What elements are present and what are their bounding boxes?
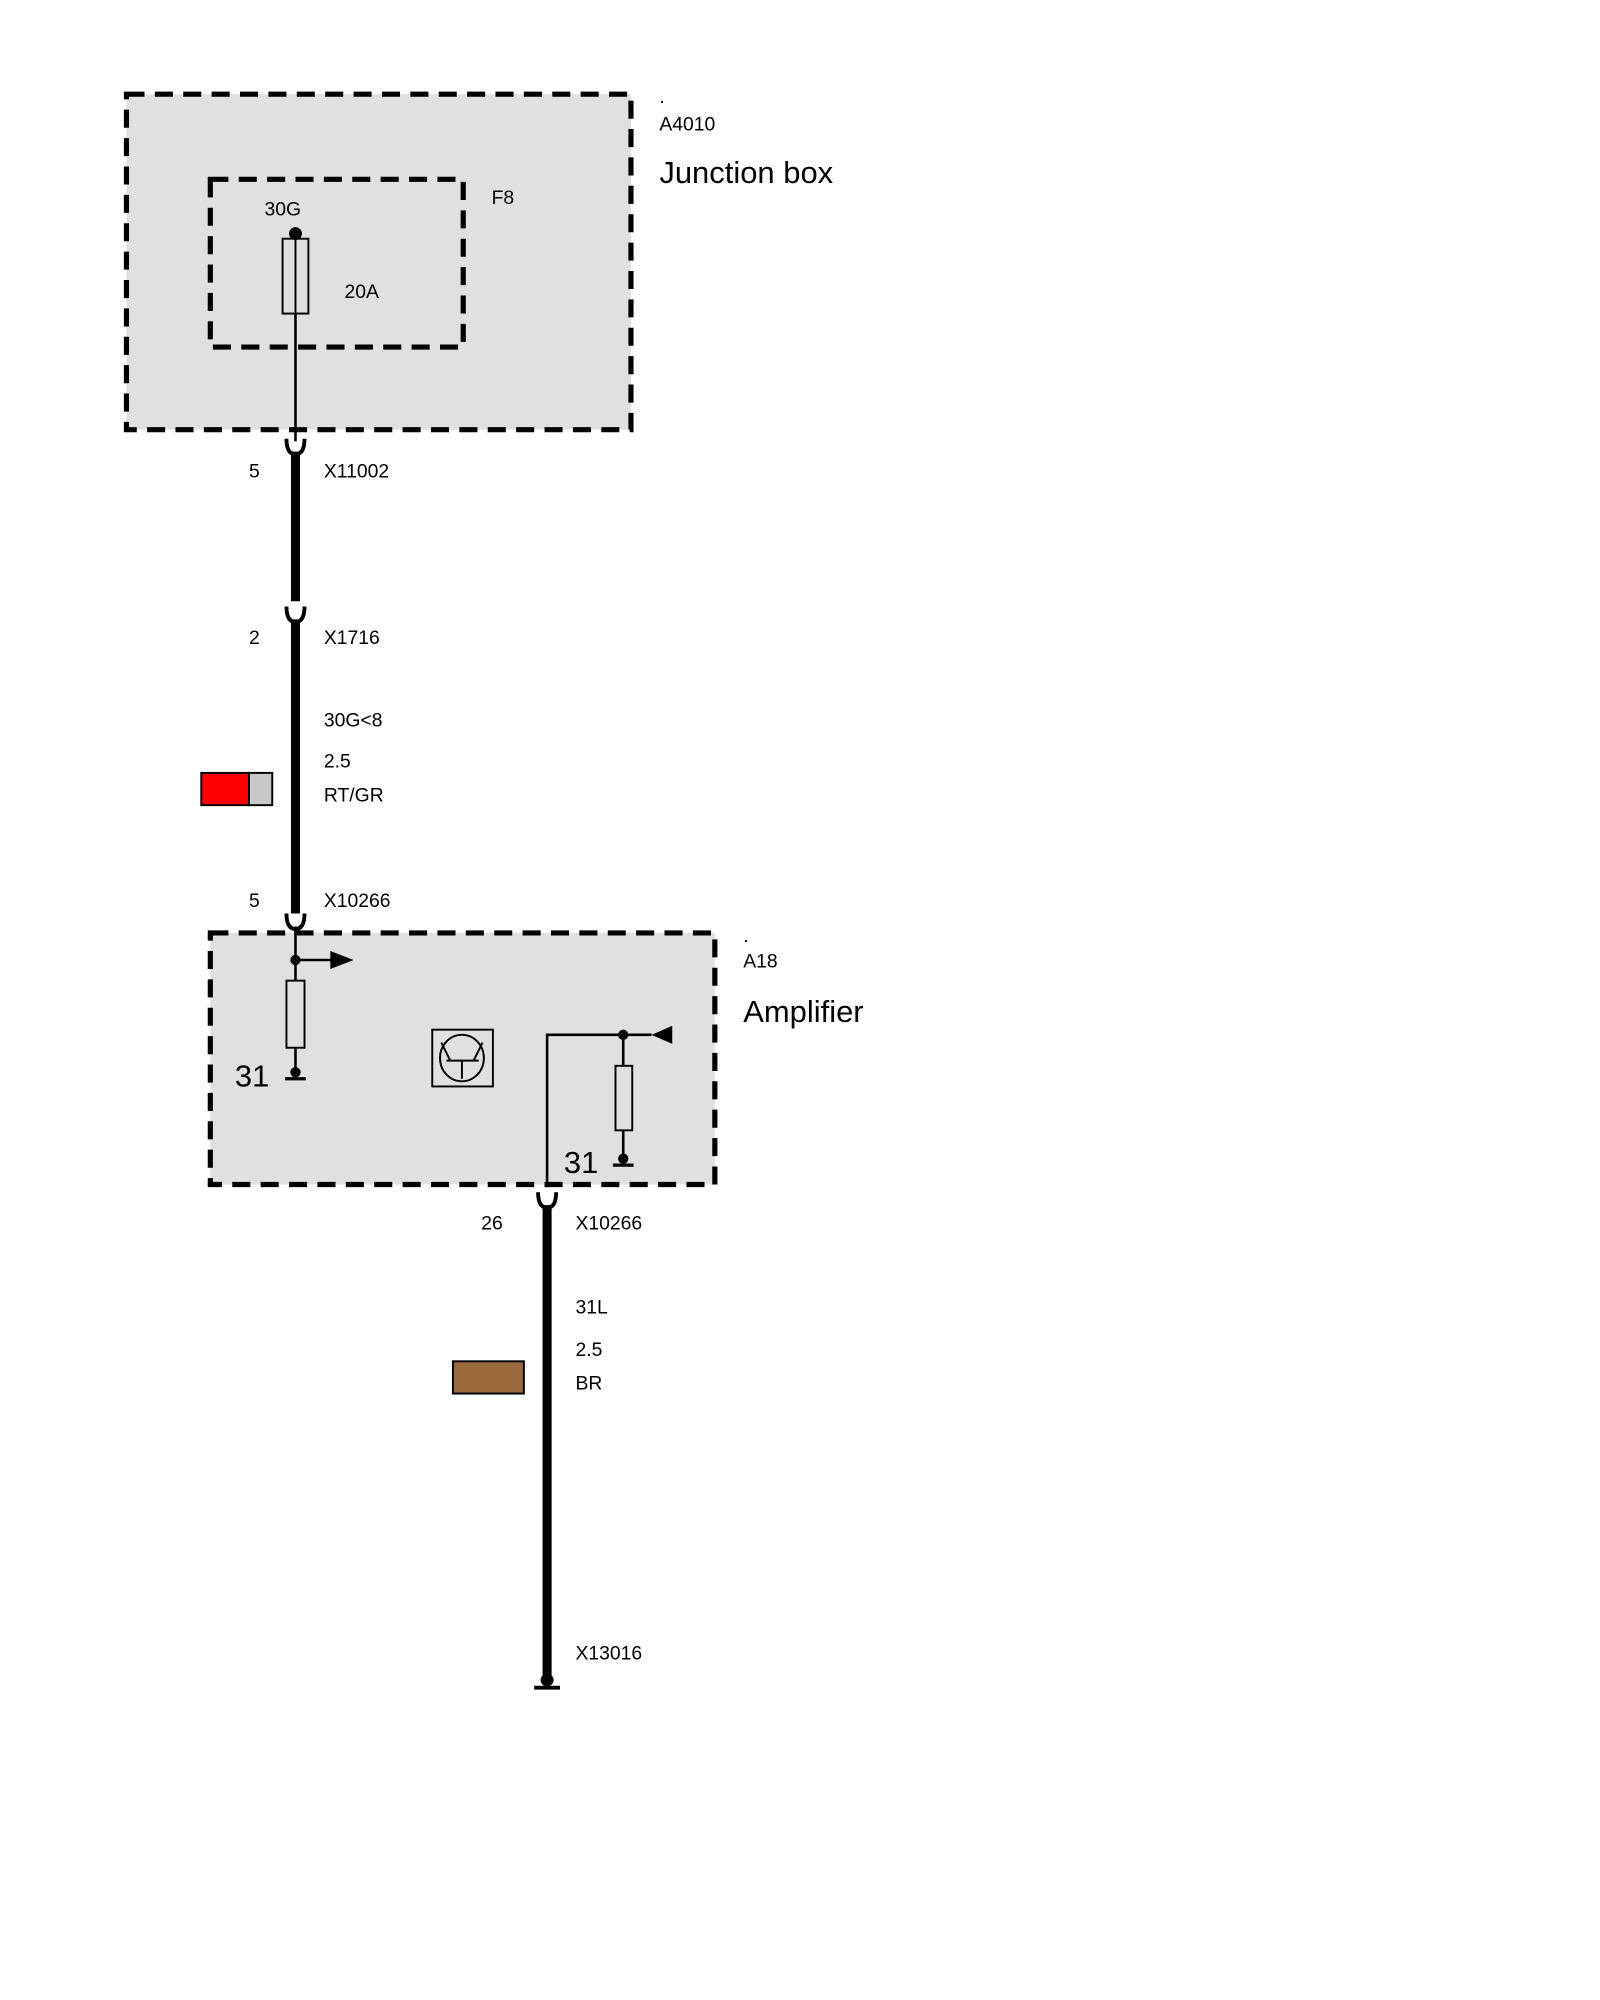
output-arrow-icon bbox=[330, 950, 354, 970]
junction-box-dot: . bbox=[659, 86, 664, 108]
wire2-color-swatch bbox=[451, 1360, 525, 1395]
wire1-color-swatch-secondary bbox=[248, 771, 274, 807]
junction-box-id: A4010 bbox=[659, 113, 715, 135]
junction-box-outline bbox=[123, 91, 634, 433]
wire1-color-swatch-primary bbox=[200, 771, 250, 807]
connector2-pin: 2 bbox=[249, 627, 260, 649]
connector2-id: X1716 bbox=[324, 627, 380, 649]
amplifier-name: Amplifier bbox=[743, 994, 863, 1029]
wire1-circuit: 30G<8 bbox=[324, 709, 383, 731]
connector3-pin: 5 bbox=[249, 890, 260, 912]
amplifier-outline bbox=[207, 930, 718, 1188]
wire2-circuit: 31L bbox=[575, 1297, 608, 1319]
amplifier-id: A18 bbox=[743, 951, 777, 973]
amplifier-dot: . bbox=[743, 925, 748, 947]
connector4-pin: 26 bbox=[481, 1213, 503, 1235]
connector1-pin: 5 bbox=[249, 460, 260, 482]
input-arrow-icon bbox=[651, 1025, 673, 1044]
transistor-icon bbox=[431, 1028, 494, 1088]
ground-left-label: 31 bbox=[235, 1058, 269, 1093]
fuse-holder-outline bbox=[207, 176, 466, 350]
wire2-color-code: BR bbox=[575, 1373, 602, 1395]
wire1-color-code: RT/GR bbox=[324, 784, 384, 806]
junction-box-name: Junction box bbox=[659, 155, 833, 190]
ground-point-id: X13016 bbox=[575, 1642, 642, 1664]
fuse-rating: 20A bbox=[345, 281, 380, 303]
connector4-id: X10266 bbox=[575, 1213, 642, 1235]
wire2-gauge: 2.5 bbox=[575, 1339, 602, 1361]
wire1-gauge: 2.5 bbox=[324, 751, 351, 773]
terminal-dot bbox=[289, 227, 302, 240]
connector1-id: X11002 bbox=[324, 460, 389, 482]
connector3-id: X10266 bbox=[324, 890, 391, 912]
fuse-terminal: 30G bbox=[265, 198, 302, 220]
fuse-id: F8 bbox=[492, 187, 515, 209]
ground-right-label: 31 bbox=[564, 1145, 598, 1180]
